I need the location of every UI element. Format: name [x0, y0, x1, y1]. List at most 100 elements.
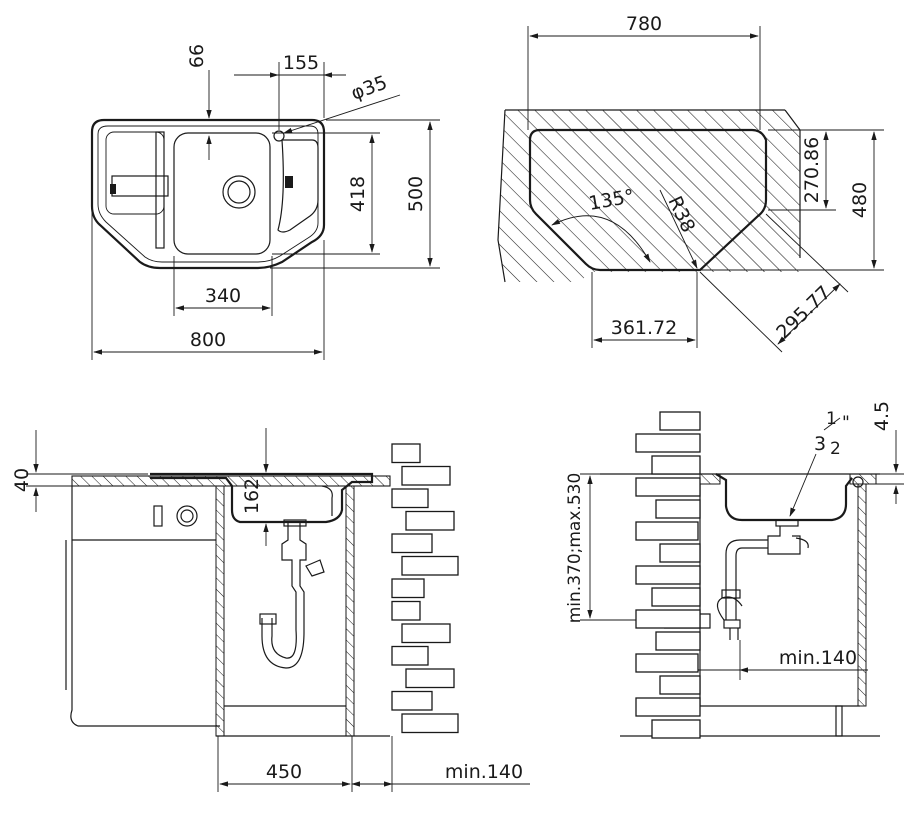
dim-450: 450 [266, 761, 302, 783]
dim-4-5: 4.5 [871, 401, 893, 431]
cabinet-foot [835, 705, 843, 737]
brick [635, 609, 701, 629]
dim-295-line [777, 283, 841, 345]
dim-480: 480 [849, 182, 871, 218]
dim-500: 500 [405, 176, 427, 212]
sink-overflow [321, 485, 333, 516]
angle-arc [551, 215, 651, 263]
brick [635, 653, 699, 673]
brick [401, 555, 459, 576]
cabinet-left-wall [70, 486, 220, 727]
brick [655, 631, 701, 651]
drain-pipe-outer [725, 539, 768, 620]
sink-outline-inner [97, 125, 319, 263]
dim-66: 66 [186, 44, 208, 68]
front-section-view: 40 162 450 min.140 [11, 428, 530, 792]
brick [391, 600, 421, 621]
dim-min140-right: min.140 [779, 647, 857, 669]
siphon-trap [271, 522, 297, 659]
cabinet-back-wall [345, 485, 355, 737]
sink-section [150, 472, 374, 524]
radius-leader [659, 189, 698, 269]
dim-phi35-leader [283, 94, 401, 134]
brick [391, 690, 433, 711]
brick [659, 675, 701, 695]
overflow-fitting [153, 505, 163, 527]
side-section-view: 3 1 2 " 4.5 min.370;max.530 min.140 [565, 401, 904, 739]
sink-outline [90, 118, 326, 270]
drain-flange [283, 519, 307, 527]
sink-rim-detail [852, 476, 864, 488]
drainer-rib-horizontal [111, 175, 169, 197]
dim-min140: min.140 [445, 761, 523, 783]
thread-numerator: 1 [826, 409, 837, 429]
brick [635, 565, 701, 585]
dim-295-77: 295.77 [772, 282, 835, 344]
brick-wall-right [635, 411, 701, 739]
brick [659, 543, 701, 563]
thread-denominator: 2 [830, 439, 841, 459]
brick [405, 668, 455, 689]
cabinet-divider [215, 485, 225, 737]
brick [401, 623, 451, 644]
brick [651, 719, 701, 739]
brick [635, 433, 701, 453]
waste-knob-outer [176, 505, 198, 527]
countertop-edge-left [497, 109, 506, 283]
brick [401, 713, 459, 734]
cabinet-wall [857, 483, 867, 707]
brick [635, 477, 701, 497]
waste-knob-inner [180, 509, 194, 523]
drainer-area [105, 131, 165, 215]
brick [635, 697, 701, 717]
brick [651, 455, 701, 475]
drain-flange-right [775, 519, 799, 527]
dim-phi35: φ35 [348, 71, 390, 104]
dim-800: 800 [190, 329, 226, 351]
brick [659, 411, 701, 431]
brick [405, 510, 455, 531]
dim-780: 780 [626, 13, 662, 35]
sink-side-section [715, 473, 853, 522]
dim-155: 155 [283, 52, 319, 74]
dim-40: 40 [11, 468, 33, 492]
drainer-clip [110, 184, 116, 194]
countertop-hatch [498, 110, 808, 282]
tap-hole [273, 130, 285, 142]
thread-whole: 3 [814, 433, 826, 455]
dim-162: 162 [241, 478, 263, 514]
dim-418: 418 [347, 176, 369, 212]
dim-340: 340 [205, 285, 241, 307]
small-bowl [277, 139, 319, 233]
siphon-branch [305, 559, 325, 577]
dim-361-72: 361.72 [611, 317, 677, 339]
cutout-plan-view: 780 270.86 480 135° R38 361.72 295.77 [497, 13, 884, 353]
brick [391, 578, 425, 599]
brick [391, 533, 433, 554]
thread-fraction-bar [823, 417, 841, 431]
brick-wall [391, 443, 459, 734]
brick [401, 465, 451, 486]
thread-leader [789, 453, 817, 517]
dim-295-ext-a [699, 271, 783, 353]
brick [635, 521, 699, 541]
main-bowl [173, 132, 271, 255]
dim-min370-max530: min.370;max.530 [565, 473, 585, 624]
cutout-opening [528, 128, 768, 272]
overflow-slot [285, 176, 293, 188]
thread-quote: " [842, 413, 850, 433]
brick [391, 443, 421, 464]
dim-295-ext-b [765, 213, 849, 293]
drain-overflow-bend [795, 537, 809, 549]
drainer-rib [155, 131, 165, 249]
sink-plan-view: 66 155 φ35 418 500 340 800 [90, 44, 440, 360]
drain-pipe-inner [735, 547, 768, 620]
brick [655, 499, 701, 519]
drain-body [767, 526, 801, 555]
trap-bend [716, 596, 743, 621]
dim-270-86: 270.86 [801, 137, 823, 203]
drain-hole-inner [227, 180, 251, 204]
brick [391, 488, 429, 509]
siphon-cap [259, 613, 277, 625]
